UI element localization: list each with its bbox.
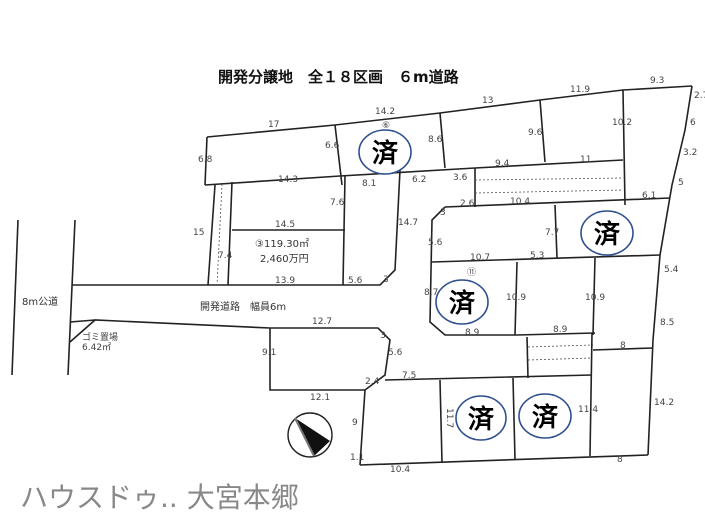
dim: 10.2 — [612, 118, 632, 128]
lots-west — [207, 175, 346, 286]
dim: 11.7 — [444, 408, 454, 428]
dim: 8.9 — [553, 325, 568, 335]
dim: 14.2 — [654, 398, 674, 408]
dim: 6.8 — [198, 155, 213, 165]
dim: 10.7 — [470, 253, 490, 263]
dim: 11.4 — [578, 405, 598, 415]
dim: 3 — [440, 208, 446, 218]
dim: 13 — [482, 96, 493, 106]
dim: 14.3 — [278, 175, 298, 185]
sold-marker: 済 — [435, 279, 489, 325]
sold-text: 済 — [449, 288, 476, 319]
dim: 5.3 — [530, 251, 544, 261]
lots-south — [269, 328, 649, 466]
sold-marker: 済 — [518, 393, 572, 439]
dim: 15 — [193, 228, 204, 238]
dim: 9.6 — [528, 128, 543, 138]
dim: 7.7 — [545, 228, 559, 238]
public-road: 8m公道 — [11, 219, 76, 376]
sold-text: 済 — [468, 404, 495, 435]
lot-6-marker: ⑥ — [382, 121, 390, 131]
sold-marker: 済 — [580, 210, 634, 256]
dim: 5 — [678, 178, 684, 188]
dim: 9.4 — [495, 159, 510, 169]
dim: 8.7 — [424, 288, 438, 298]
dim: 8 — [620, 341, 626, 351]
dim: 8.9 — [465, 328, 480, 338]
dim: 2.7 — [694, 91, 705, 101]
sold-text: 済 — [532, 402, 559, 433]
dim: 3.2 — [683, 148, 697, 158]
dim: 9.1 — [262, 348, 276, 358]
dim: 3 — [380, 331, 386, 341]
lots-middle — [429, 204, 661, 379]
dim: 5.6 — [388, 348, 403, 358]
dim: 5.4 — [664, 265, 679, 275]
sold-marker: 済 — [455, 395, 507, 441]
dim: 8.6 — [428, 135, 443, 145]
dim: 6.2 — [412, 175, 426, 185]
plan-title: 開発分譲地 全１８区画 ６m道路 — [218, 68, 460, 86]
dim: 9.3 — [650, 76, 664, 86]
dim: 2.6 — [460, 199, 475, 209]
dim: 13.9 — [275, 276, 295, 286]
north-arrow-icon — [287, 412, 333, 458]
dim: 8.5 — [660, 318, 674, 328]
dim: 14.5 — [275, 220, 295, 230]
dim: 10.9 — [585, 293, 605, 303]
lot-11-marker: ⑪ — [467, 267, 476, 278]
dim: 8 — [617, 455, 623, 465]
lot-3-price: 2,460万円 — [260, 254, 309, 265]
dim: 5.6 — [348, 276, 363, 286]
public-road-label: 8m公道 — [22, 295, 58, 308]
dim: 3 — [383, 275, 389, 285]
dim: 14.2 — [375, 107, 395, 117]
dim: 7.4 — [218, 251, 233, 261]
dim: 3.6 — [453, 173, 468, 183]
garbage-label: ゴミ置場 — [82, 331, 118, 343]
development-road: 開発道路 幅員6m ゴミ置場 6.42㎡ — [69, 169, 401, 466]
dim: 5.6 — [428, 238, 443, 248]
sold-marker: 済 — [358, 129, 412, 175]
dim: 2.4 — [365, 377, 380, 387]
dim: 14.7 — [398, 218, 418, 228]
garbage-area: 6.42㎡ — [82, 342, 111, 353]
dim: 6 — [690, 118, 696, 128]
dim: 9 — [352, 418, 358, 428]
dim: 7.5 — [402, 371, 416, 381]
dim: 11.9 — [570, 85, 590, 95]
dim: 10.9 — [506, 293, 526, 303]
dimension-labels: 17 14.2 13 11.9 9.3 6.8 6.6 8.6 9.6 10.2… — [193, 76, 705, 475]
sold-text: 済 — [594, 219, 621, 250]
dim: 11 — [580, 155, 591, 165]
lot-3-area: ③119.30㎡ — [255, 238, 309, 250]
lots-north — [204, 85, 693, 456]
sold-text: 済 — [372, 138, 399, 169]
watermark: ハウスドゥ.. 大宮本郷 — [20, 481, 299, 514]
dim: 12.7 — [312, 317, 332, 327]
dim: 6.1 — [642, 191, 656, 201]
dim: 7.6 — [330, 198, 345, 208]
lot-3[interactable]: ③119.30㎡ 2,460万円 — [255, 238, 309, 265]
dim: 17 — [268, 120, 279, 130]
dim: 1.1 — [350, 453, 364, 463]
dim: 10.4 — [390, 465, 410, 475]
dim: 10.4 — [510, 197, 530, 207]
dim: 6.6 — [325, 141, 340, 151]
dev-road-label: 開発道路 幅員6m — [200, 300, 286, 313]
dim: 12.1 — [310, 393, 330, 403]
dim: 8.1 — [362, 179, 376, 189]
